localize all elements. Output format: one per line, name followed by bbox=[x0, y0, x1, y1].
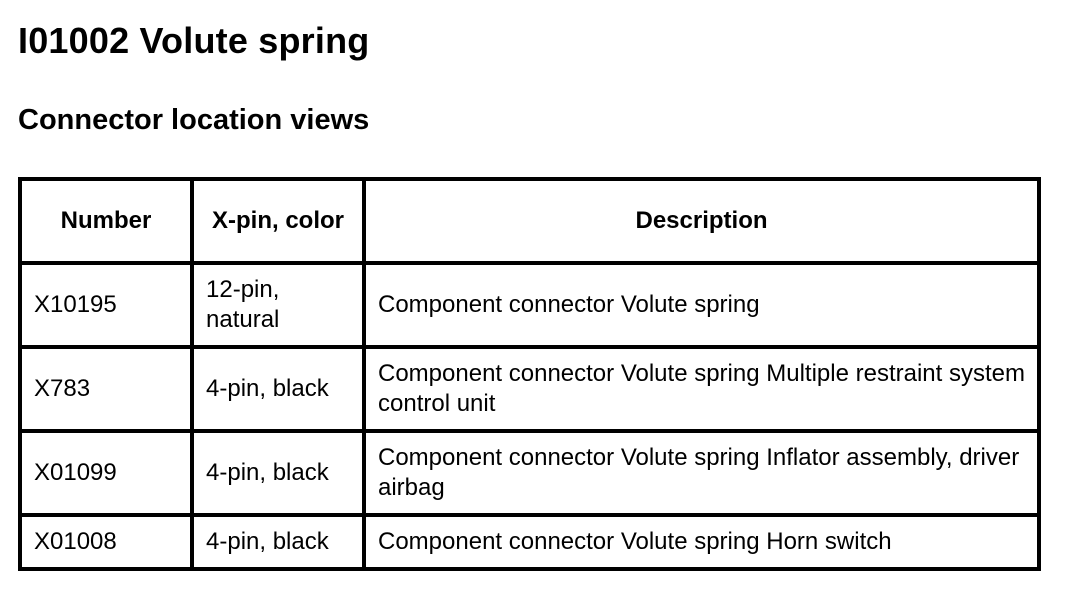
cell-description: Component connector Volute spring Multip… bbox=[362, 345, 1041, 433]
table-row: X01008 4-pin, black Component connector … bbox=[18, 513, 1041, 571]
cell-description: Component connector Volute spring Inflat… bbox=[362, 429, 1041, 517]
table-row: X01099 4-pin, black Component connector … bbox=[18, 429, 1041, 517]
header-number: Number bbox=[18, 177, 194, 265]
table-header-row: Number X-pin, color Description bbox=[18, 177, 1041, 265]
connector-table: Number X-pin, color Description X10195 1… bbox=[18, 177, 1041, 571]
table-row: X10195 12-pin, natural Component connect… bbox=[18, 261, 1041, 349]
cell-pin-color: 4-pin, black bbox=[190, 345, 366, 433]
cell-number: X01099 bbox=[18, 429, 194, 517]
cell-pin-color: 12-pin, natural bbox=[190, 261, 366, 349]
cell-description: Component connector Volute spring Horn s… bbox=[362, 513, 1041, 571]
page-title: I01002 Volute spring bbox=[18, 20, 370, 61]
cell-number: X10195 bbox=[18, 261, 194, 349]
table-row: X783 4-pin, black Component connector Vo… bbox=[18, 345, 1041, 433]
cell-description: Component connector Volute spring bbox=[362, 261, 1041, 349]
cell-pin-color: 4-pin, black bbox=[190, 513, 366, 571]
cell-number: X01008 bbox=[18, 513, 194, 571]
cell-number: X783 bbox=[18, 345, 194, 433]
cell-pin-color: 4-pin, black bbox=[190, 429, 366, 517]
header-pin-color: X-pin, color bbox=[190, 177, 366, 265]
header-description: Description bbox=[362, 177, 1041, 265]
section-title: Connector location views bbox=[18, 104, 370, 136]
